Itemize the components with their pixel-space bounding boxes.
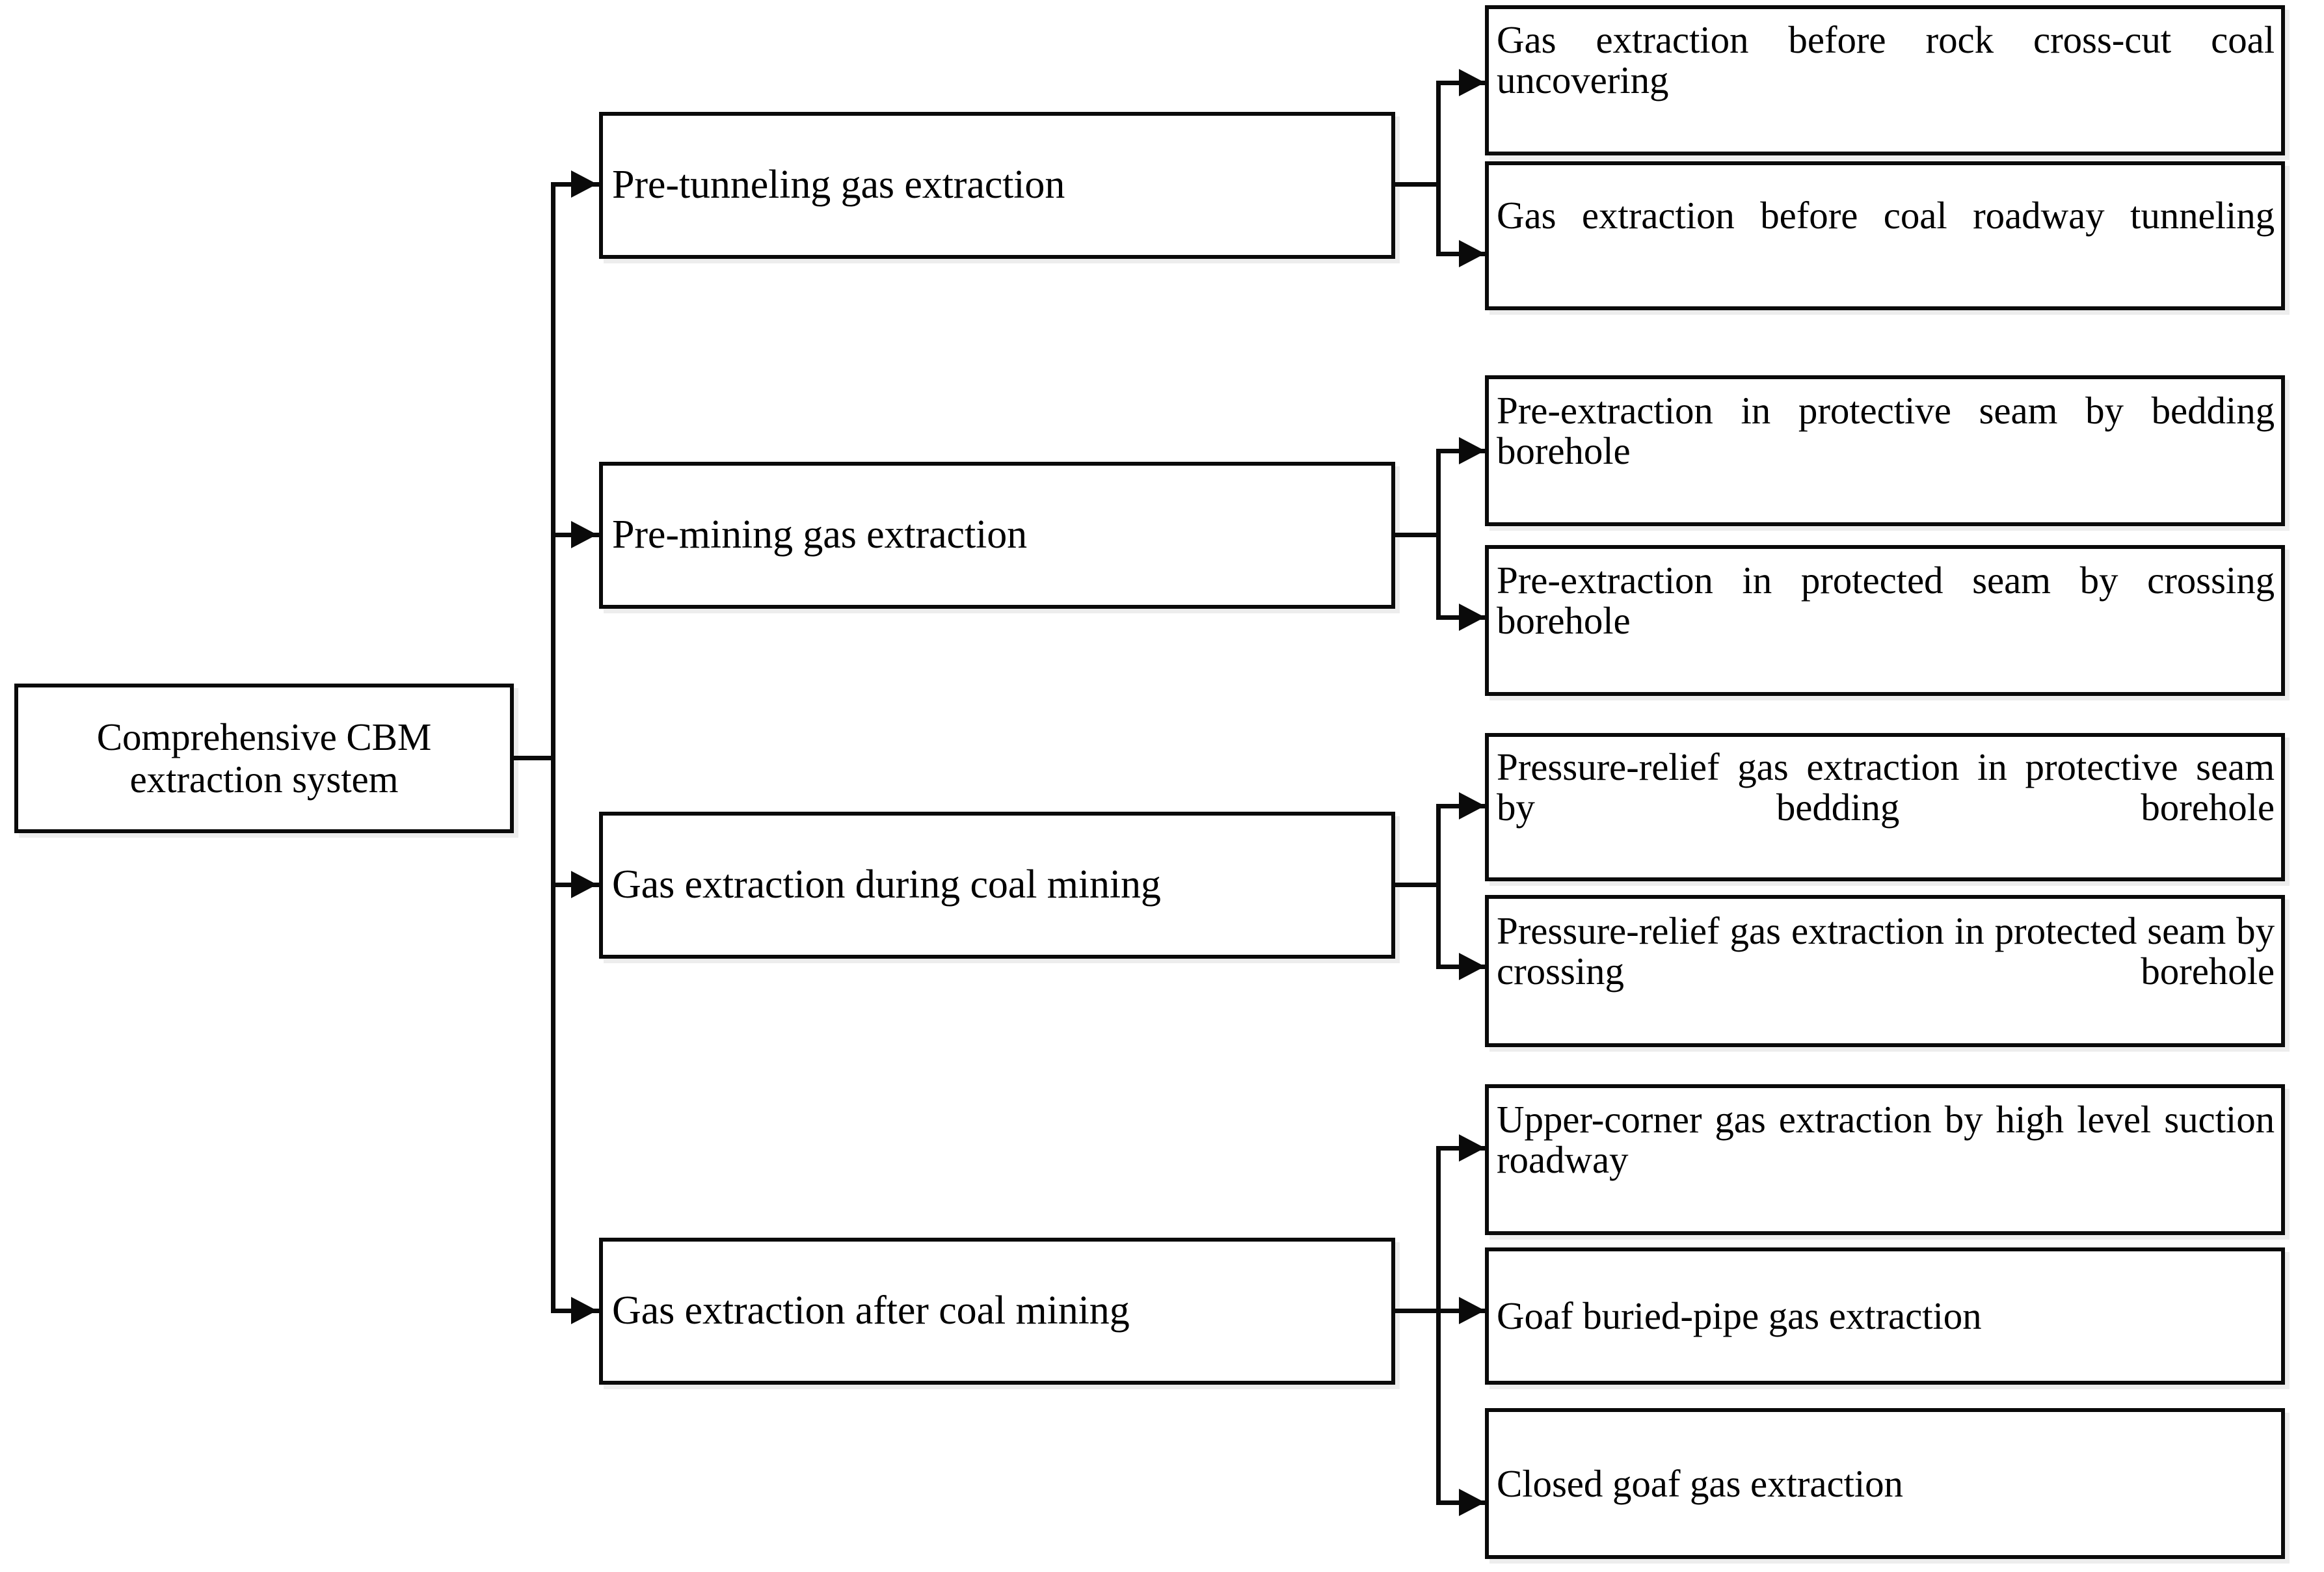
arrowhead-branch-4 bbox=[571, 1297, 597, 1324]
connector-group-2-spine bbox=[1436, 449, 1441, 620]
node-r5-label: Pressure-relief gas extraction in protec… bbox=[1497, 745, 2275, 829]
connector-group-4-spine bbox=[1436, 1146, 1441, 1505]
node-after-mining-label: Gas extraction after coal mining bbox=[612, 1288, 1130, 1333]
arrowhead-group-1-child-1 bbox=[1459, 69, 1485, 96]
node-during-mining-label: Gas extraction during coal mining bbox=[612, 862, 1161, 907]
arrowhead-group-4-child-3 bbox=[1459, 1489, 1485, 1516]
arrowhead-branch-1 bbox=[571, 170, 597, 198]
node-pre-extraction-in-protected-seam-by-crossing-borehole[interactable]: Pre-extraction in protected seam by cros… bbox=[1485, 545, 2285, 696]
arrowhead-group-3-child-1 bbox=[1459, 792, 1485, 819]
node-closed-goaf-gas-extraction[interactable]: Closed goaf gas extraction bbox=[1485, 1408, 2285, 1559]
connector-group-3-spine bbox=[1436, 804, 1441, 969]
node-r8-label: Goaf buried-pipe gas extraction bbox=[1497, 1294, 1982, 1338]
arrowhead-group-3-child-2 bbox=[1459, 953, 1485, 980]
arrowhead-group-1-child-2 bbox=[1459, 240, 1485, 267]
node-pre-extraction-in-protective-seam-by-bedding-borehole[interactable]: Pre-extraction in protective seam by bed… bbox=[1485, 375, 2285, 526]
node-root-label: Comprehensive CBM extraction system bbox=[96, 715, 432, 801]
node-r4-label: Pre-extraction in protected seam by cros… bbox=[1497, 558, 2275, 642]
node-r6-label: Pressure-relief gas extraction in protec… bbox=[1497, 909, 2275, 992]
node-gas-extraction-before-rock-cross-cut-coal-uncovering[interactable]: Gas extraction before rock cross-cut coa… bbox=[1485, 5, 2285, 155]
node-pre-mining-label: Pre-mining gas extraction bbox=[612, 513, 1027, 557]
arrowhead-group-2-child-2 bbox=[1459, 604, 1485, 631]
arrowhead-group-4-child-2 bbox=[1459, 1297, 1485, 1324]
arrowhead-branch-3 bbox=[571, 871, 597, 898]
node-gas-extraction-after-coal-mining[interactable]: Gas extraction after coal mining bbox=[599, 1238, 1395, 1385]
connector-group-1-stem bbox=[1395, 182, 1441, 187]
arrowhead-group-2-child-1 bbox=[1459, 437, 1485, 464]
node-pre-mining-gas-extraction[interactable]: Pre-mining gas extraction bbox=[599, 462, 1395, 609]
node-gas-extraction-before-coal-roadway-tunneling[interactable]: Gas extraction before coal roadway tunne… bbox=[1485, 161, 2285, 310]
node-pre-tunneling-gas-extraction[interactable]: Pre-tunneling gas extraction bbox=[599, 112, 1395, 259]
node-r9-label: Closed goaf gas extraction bbox=[1497, 1461, 1903, 1505]
node-pressure-relief-gas-extraction-in-protected-seam-by-crossing-borehole[interactable]: Pressure-relief gas extraction in protec… bbox=[1485, 895, 2285, 1047]
node-gas-extraction-during-coal-mining[interactable]: Gas extraction during coal mining bbox=[599, 812, 1395, 959]
connector-group-4-stem bbox=[1395, 1309, 1510, 1313]
node-r2-label: Gas extraction before coal roadway tunne… bbox=[1497, 194, 2275, 237]
node-r3-label: Pre-extraction in protective seam by bed… bbox=[1497, 388, 2275, 472]
node-root[interactable]: Comprehensive CBM extraction system bbox=[14, 684, 514, 833]
node-upper-corner-gas-extraction-by-high-level-suction-roadway[interactable]: Upper-corner gas extraction by high leve… bbox=[1485, 1084, 2285, 1235]
node-pre-tunneling-label: Pre-tunneling gas extraction bbox=[612, 163, 1065, 207]
node-r1-label: Gas extraction before rock cross-cut coa… bbox=[1497, 18, 2275, 102]
arrowhead-branch-2 bbox=[571, 521, 597, 548]
connector-group-3-stem bbox=[1395, 883, 1441, 887]
node-pressure-relief-gas-extraction-in-protective-seam-by-bedding-borehole[interactable]: Pressure-relief gas extraction in protec… bbox=[1485, 733, 2285, 881]
connector-root-stem bbox=[514, 756, 555, 760]
node-goaf-buried-pipe-gas-extraction[interactable]: Goaf buried-pipe gas extraction bbox=[1485, 1247, 2285, 1385]
connector-main-spine bbox=[551, 184, 555, 1313]
arrowhead-group-4-child-1 bbox=[1459, 1134, 1485, 1162]
connector-group-2-stem bbox=[1395, 533, 1441, 537]
connector-group-1-spine bbox=[1436, 81, 1441, 256]
node-r7-label: Upper-corner gas extraction by high leve… bbox=[1497, 1097, 2275, 1181]
